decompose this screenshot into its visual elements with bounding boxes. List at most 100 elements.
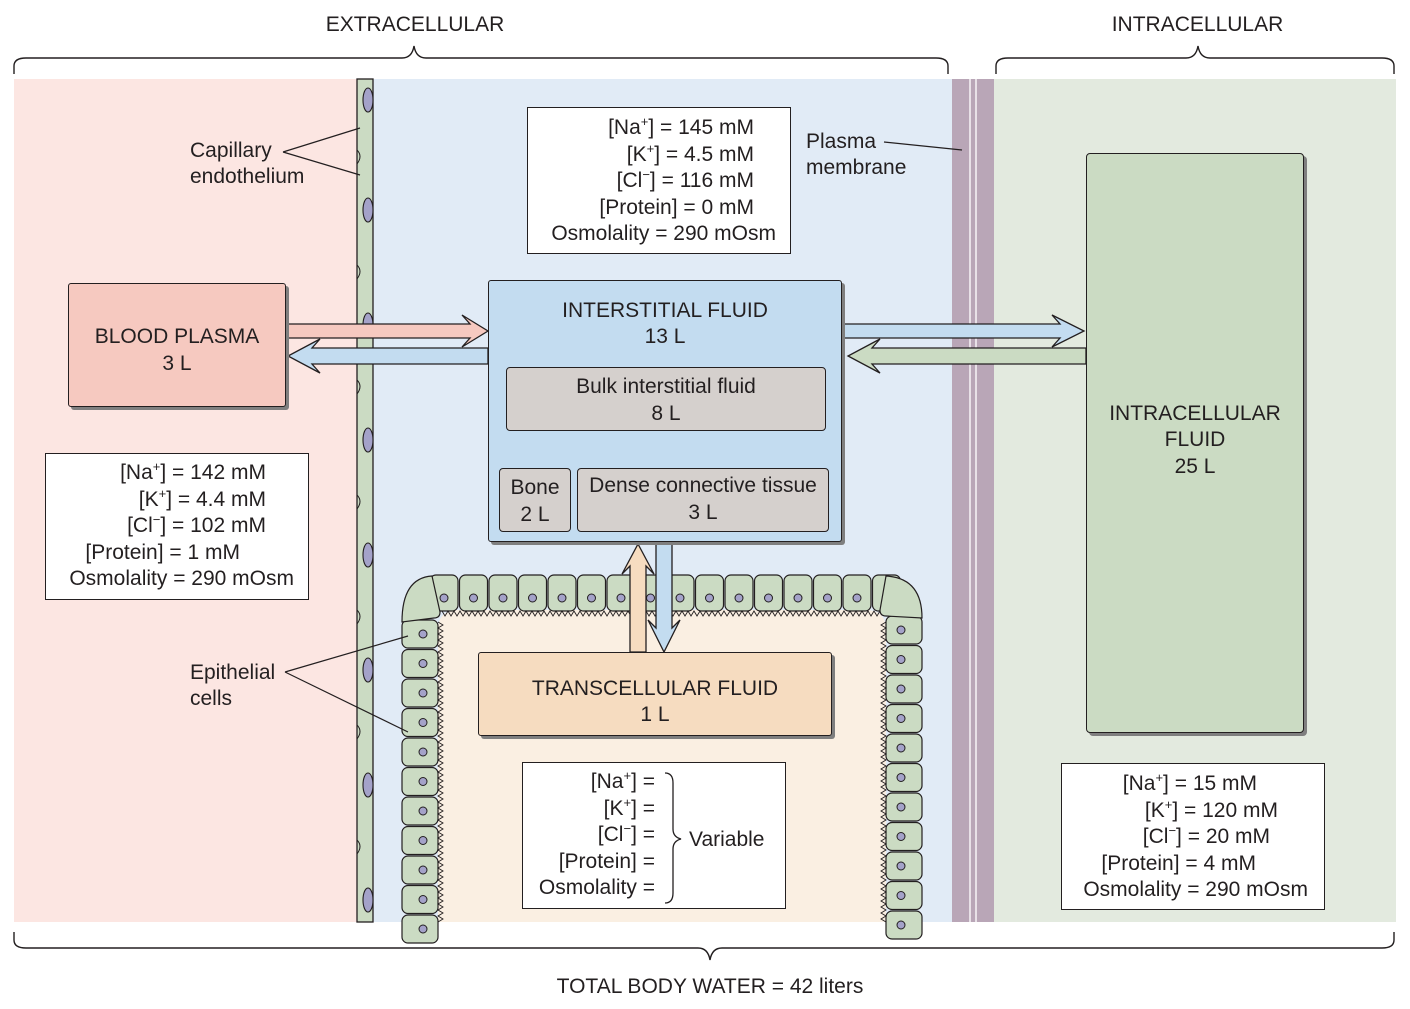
bone-name: Bone — [510, 476, 560, 499]
transcellular-concentrations: [Na+] = [K+] = [Cl−] = [Protein] = Osmol… — [522, 762, 786, 909]
bulk-name: Bulk interstitial fluid — [576, 375, 756, 398]
epithelial-layer — [401, 574, 923, 944]
bone-volume: 2 L — [520, 503, 550, 526]
epithelial-cell — [885, 851, 923, 881]
interstitial-protein: [Protein] = 0 mM — [599, 195, 754, 219]
epithelial-cell — [401, 825, 439, 856]
epithelial-cell — [724, 574, 754, 612]
epithelial-label-line1: Epithelial — [190, 661, 276, 684]
intracellular-header: INTRACELLULAR — [1111, 13, 1284, 36]
endothelial-junction — [356, 149, 361, 165]
epithelial-cell — [606, 574, 636, 612]
dense-name: Dense connective tissue — [589, 474, 817, 497]
intracellular-fluid-box: INTRACELLULAR FLUID 25 L — [1086, 153, 1304, 733]
interstitial-fluid-box: INTERSTITIAL FLUID 13 L Bulk interstitia… — [488, 280, 842, 542]
capillary-leader — [282, 127, 361, 176]
intracellular-name-line1: INTRACELLULAR — [1109, 402, 1281, 425]
plasma-membrane — [952, 79, 994, 922]
plasma-cl: [Cl−] = 102 mM — [127, 512, 266, 537]
endothelial-junction — [356, 609, 361, 625]
interstitial-name: INTERSTITIAL FLUID — [562, 299, 768, 322]
epithelial-cell — [885, 792, 923, 822]
epithelial-cell — [458, 574, 489, 612]
transcellular-na: [Na+] = — [590, 768, 655, 793]
epithelial-cell — [885, 703, 923, 734]
epithelial-cell — [885, 644, 923, 675]
epithelial-cell — [401, 855, 439, 885]
epithelial-label-line2: cells — [190, 687, 233, 710]
interstitial-to-intracellular-arrow — [841, 314, 1086, 348]
bulk-interstitial-box: Bulk interstitial fluid 8 L — [506, 367, 826, 431]
dense-volume: 3 L — [688, 501, 718, 524]
epithelial-cell — [665, 574, 695, 612]
epithelial-cell — [842, 574, 872, 612]
epithelial-cell — [885, 821, 923, 852]
epithelial-cell — [885, 674, 923, 704]
transcellular-osmolality: Osmolality = — [538, 876, 655, 899]
epithelial-cell — [885, 880, 923, 911]
variable-brace — [664, 772, 682, 904]
plasma-to-interstitial-arrow — [285, 314, 490, 348]
endothelial-junction — [356, 839, 361, 855]
epithelial-cell — [401, 678, 439, 708]
total-brace — [13, 932, 1395, 961]
epithelial-cell — [885, 615, 923, 645]
interstitial-to-transcellular-arrow — [647, 541, 681, 654]
total-body-water: TOTAL BODY WATER = 42 liters — [556, 975, 864, 998]
blood-plasma-volume: 3 L — [162, 352, 192, 375]
plasma-k: [K+] = 4.4 mM — [138, 485, 266, 511]
intracellular-concentrations: [Na+] = 15 mM [K+] = 120 mM [Cl−] = 20 m… — [1061, 763, 1325, 910]
extracellular-header: EXTRACELLULAR — [325, 13, 505, 36]
extracellular-brace — [13, 45, 949, 74]
endothelial-nucleus — [362, 427, 374, 453]
interstitial-k: [K+] = 4.5 mM — [626, 140, 754, 166]
blood-plasma-name: BLOOD PLASMA — [94, 325, 260, 348]
intracellular-cl: [Cl−] = 20 mM — [1142, 823, 1270, 848]
epithelial-cell — [401, 766, 439, 797]
transcellular-name: TRANSCELLULAR FLUID — [531, 677, 779, 700]
epithelial-cell — [547, 574, 577, 612]
endothelial-nucleus — [362, 542, 374, 568]
epithelial-cell — [488, 574, 518, 612]
endothelial-junction — [356, 494, 361, 510]
interstitial-cl: [Cl−] = 116 mM — [616, 167, 754, 192]
epithelial-cell — [885, 910, 923, 940]
plasma-na: [Na+] = 142 mM — [120, 459, 266, 484]
capillary-label-line2: endothelium — [190, 165, 305, 188]
epithelial-cell — [885, 762, 923, 793]
intracellular-osmolality: Osmolality = 290 mOsm — [1083, 878, 1308, 901]
interstitial-volume: 13 L — [644, 325, 686, 348]
epithelial-cell — [401, 619, 439, 649]
epithelial-cell — [401, 707, 439, 738]
epithelial-cell — [401, 737, 439, 767]
epithelial-cell — [812, 574, 843, 612]
blood-plasma-box: BLOOD PLASMA 3 L — [68, 283, 286, 407]
transcellular-protein: [Protein] = — [558, 849, 655, 873]
intracellular-na: [Na+] = 15 mM — [1122, 770, 1257, 795]
endothelial-junction — [356, 379, 361, 395]
epithelial-leader — [284, 635, 409, 733]
endothelial-nucleus — [362, 887, 374, 913]
interstitial-concentrations: [Na+] = 145 mM [K+] = 4.5 mM [Cl−] = 116… — [527, 107, 791, 254]
epithelial-cell — [401, 884, 439, 915]
endothelial-junction — [356, 264, 361, 280]
transcellular-cl: [Cl−] = — [597, 821, 655, 846]
plasma-membrane-label-line2: membrane — [806, 156, 907, 179]
endothelial-nucleus — [362, 197, 374, 223]
epithelial-cell — [753, 574, 784, 612]
intracellular-volume: 25 L — [1174, 455, 1216, 478]
endothelial-nucleus — [362, 87, 374, 113]
epithelial-cell — [694, 574, 725, 612]
transcellular-to-interstitial-arrow — [621, 542, 655, 653]
intracellular-brace — [995, 45, 1395, 74]
transcellular-k: [K+] = — [603, 794, 655, 820]
microvilli-right — [880, 621, 887, 923]
plasma-osmolality: Osmolality = 290 mOsm — [69, 567, 294, 590]
intracellular-to-interstitial-arrow — [846, 338, 1087, 374]
capillary-label-line1: Capillary — [190, 139, 272, 162]
plasma-concentrations: [Na+] = 142 mM [K+] = 4.4 mM [Cl−] = 102… — [45, 453, 309, 600]
epithelial-cell — [783, 574, 813, 612]
interstitial-to-plasma-arrow — [286, 338, 489, 374]
epithelial-cell — [885, 733, 923, 763]
